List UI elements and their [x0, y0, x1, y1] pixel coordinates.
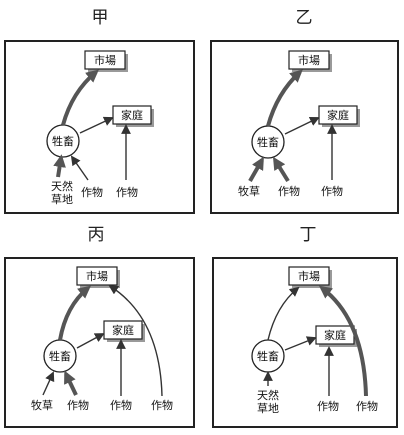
livestock-to-home-arrow: [79, 116, 114, 134]
home-label: 家庭: [112, 323, 134, 337]
panel-frame: [210, 40, 399, 214]
forage-to-livestock-arrow: [42, 371, 55, 396]
market-label: 市場: [86, 269, 108, 283]
forage-to-livestock-arrow: [248, 156, 264, 182]
panel-bing: 丙 市場 家庭 牲畜 牧草 作物 作物 作物: [4, 225, 195, 428]
source-label: 作物: [110, 398, 132, 412]
source-label: 天然草地: [257, 388, 279, 415]
home-node: 家庭: [315, 325, 357, 347]
source-label: 作物: [278, 184, 300, 198]
source-label: 作物: [321, 184, 343, 198]
livestock-node: 牲畜: [43, 339, 77, 373]
source-label: 牧草: [31, 398, 53, 412]
panel-frame: [212, 257, 398, 428]
market-label: 市場: [94, 53, 116, 67]
livestock-node: 牲畜: [251, 125, 285, 159]
livestock-to-home-arrow: [76, 333, 105, 349]
panel-frame: [4, 257, 195, 428]
livestock-to-home-arrow: [284, 336, 317, 351]
livestock-label: 牲畜: [257, 349, 279, 363]
market-label: 市場: [298, 53, 320, 67]
panel-title: 乙: [296, 8, 313, 28]
livestock-label: 牲畜: [257, 135, 279, 149]
livestock-label: 牲畜: [49, 349, 71, 363]
home-node: 家庭: [112, 105, 154, 127]
home-label: 家庭: [324, 328, 346, 342]
source-label: 作物: [151, 398, 173, 412]
panel-title: 甲: [92, 8, 109, 28]
source-label: 作物: [356, 399, 378, 413]
home-node: 家庭: [318, 105, 360, 127]
home-node: 家庭: [103, 320, 145, 342]
panel-frame: [4, 40, 195, 214]
source-label: 天然草地: [51, 179, 73, 206]
panel-yi: 乙 市場 家庭 牲畜 牧草 作物 作物: [210, 8, 399, 214]
crop2-to-market-arrow: [318, 285, 368, 397]
livestock-to-market-arrow: [58, 285, 91, 341]
market-node: 市場: [288, 50, 332, 72]
source-label: 牧草: [238, 184, 260, 198]
livestock-node: 牲畜: [46, 124, 80, 158]
livestock-label: 牲畜: [52, 134, 74, 148]
source-label: 作物: [317, 399, 339, 413]
panel-ding: 丁 市場 家庭 牲畜 天然草地 作物 作物: [212, 225, 398, 428]
livestock-node: 牲畜: [251, 339, 285, 373]
market-node: 市場: [76, 266, 120, 288]
crop1-to-livestock-arrow: [64, 370, 78, 396]
source-label: 作物: [67, 398, 89, 412]
panel-title: 丙: [88, 225, 105, 245]
livestock-to-home-arrow: [284, 117, 320, 135]
market-node: 市場: [288, 266, 332, 288]
crop1-to-livestock-arrow: [70, 155, 89, 181]
market-label: 市場: [298, 269, 320, 283]
livestock-to-market-arrow: [61, 69, 99, 126]
home-label: 家庭: [121, 108, 143, 122]
grassland-to-livestock-arrow: [53, 154, 66, 178]
panel-title: 丁: [300, 225, 317, 245]
livestock-to-market-arrow: [267, 286, 300, 341]
livestock-to-market-arrow: [266, 69, 303, 127]
crop1-to-livestock-arrow: [272, 156, 290, 183]
source-label: 作物: [116, 185, 138, 199]
home-label: 家庭: [327, 108, 349, 122]
market-node: 市場: [84, 50, 128, 72]
panel-jia: 甲 市場 家庭 牲畜 天然草地 作物 作物: [4, 8, 195, 214]
source-label: 作物: [81, 185, 103, 199]
crop3-to-market-arrow: [108, 284, 163, 397]
